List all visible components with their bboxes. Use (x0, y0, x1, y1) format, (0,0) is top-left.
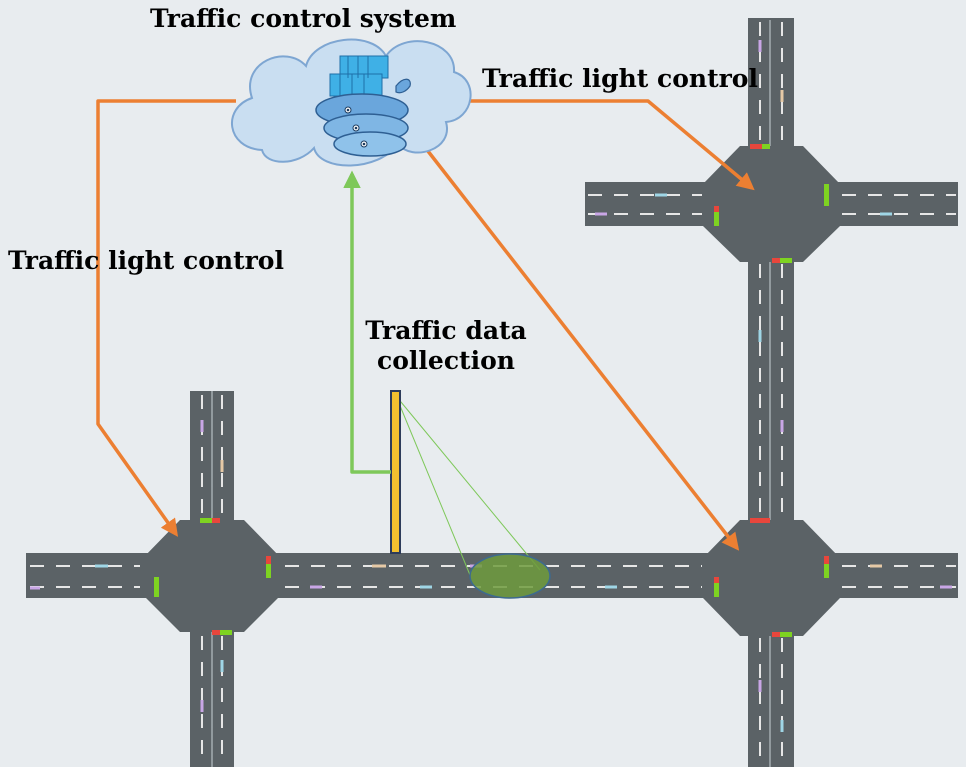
data-collection-label: Traffic data collection (356, 316, 536, 376)
signal-lowerright-north (750, 518, 770, 523)
docker-whale-icon (315, 55, 411, 157)
intersection-left (141, 520, 283, 632)
signal-left-west (154, 577, 159, 597)
camera-pole-icon (390, 390, 401, 554)
right-vertical-road (748, 18, 794, 767)
signal-upperright-south (772, 258, 792, 263)
light-control-label-right: Traffic light control (482, 64, 758, 93)
signal-lowerright-east (824, 556, 829, 578)
camera-detection (395, 395, 551, 599)
signal-upperright-east (824, 184, 829, 206)
signal-left-east (266, 556, 271, 578)
vehicles (30, 40, 952, 732)
light-control-label-left: Traffic light control (8, 246, 284, 275)
arrow-control-upper-right (468, 99, 755, 191)
arrow-data-collection (343, 170, 391, 474)
system-label: Traffic control system (150, 4, 457, 33)
control-arrows (96, 99, 755, 551)
data-collection-line2: collection (377, 346, 515, 375)
signal-upperright-west (714, 206, 719, 226)
lane-dividers (211, 20, 771, 767)
signal-lowerright-west (714, 577, 719, 597)
data-collection-line1: Traffic data (365, 316, 527, 345)
signal-lowerright-south (772, 632, 792, 637)
signal-left-north (200, 518, 212, 523)
arrow-control-lower-right (422, 144, 740, 551)
arrow-control-left (96, 99, 236, 537)
detection-zone (469, 553, 551, 599)
traffic-signals (154, 144, 829, 637)
signal-upperright-north (750, 144, 770, 149)
lane-markings (30, 22, 956, 765)
intersection-lower-right (703, 520, 840, 636)
signal-left-south (212, 630, 232, 635)
road-network (26, 18, 958, 767)
